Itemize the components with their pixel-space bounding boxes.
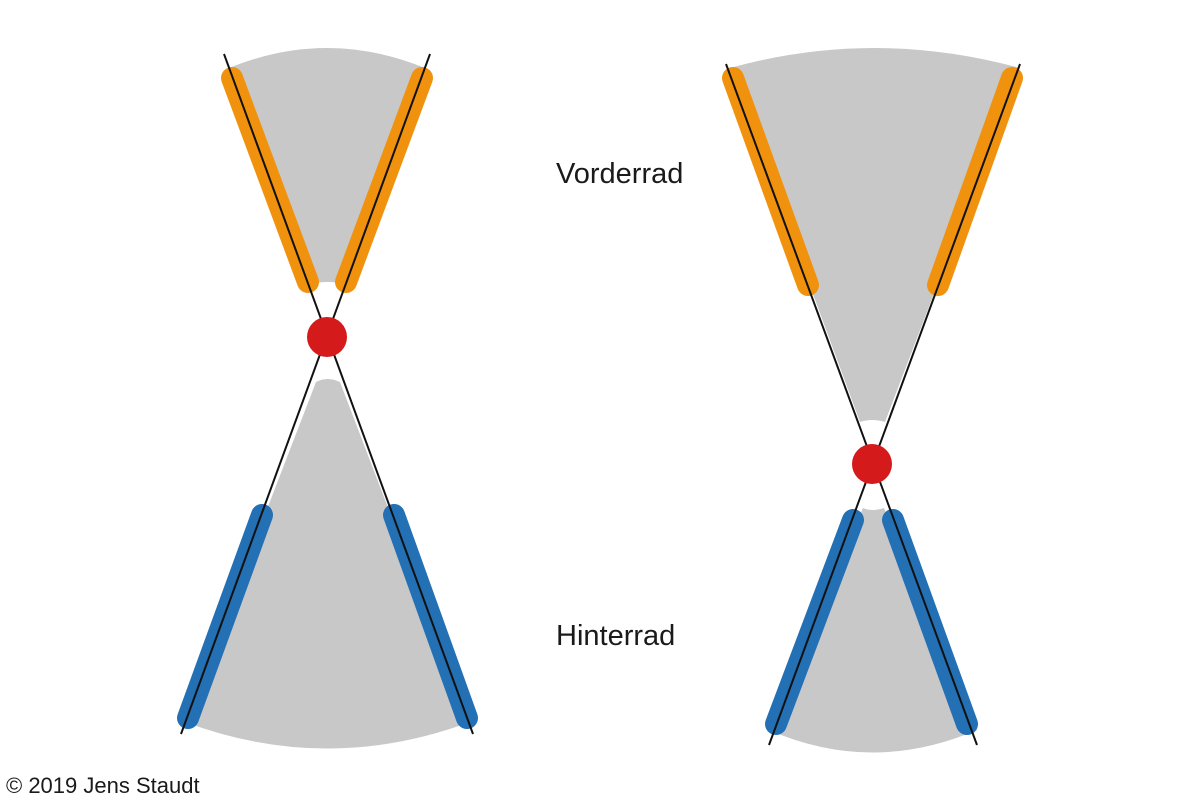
left-steering-line-2 xyxy=(180,53,431,735)
right-rear-sector xyxy=(769,508,977,753)
left-figure xyxy=(177,48,478,749)
left-front-sector xyxy=(229,48,425,284)
front-wheel-label: Vorderrad xyxy=(556,158,684,190)
right-rear-bar-right xyxy=(882,509,978,735)
left-rear-sector xyxy=(185,379,470,749)
left-pivot-point xyxy=(307,317,347,357)
copyright-notice: © 2019 Jens Staudt xyxy=(6,773,200,798)
left-steering-line-1 xyxy=(223,53,474,735)
right-steering-line-2 xyxy=(768,63,1021,746)
right-steering-line-1 xyxy=(725,63,978,746)
rear-wheel-label: Hinterrad xyxy=(556,620,676,652)
right-figure xyxy=(722,48,1023,753)
right-pivot-point xyxy=(852,444,892,484)
right-front-sector xyxy=(730,48,1020,422)
